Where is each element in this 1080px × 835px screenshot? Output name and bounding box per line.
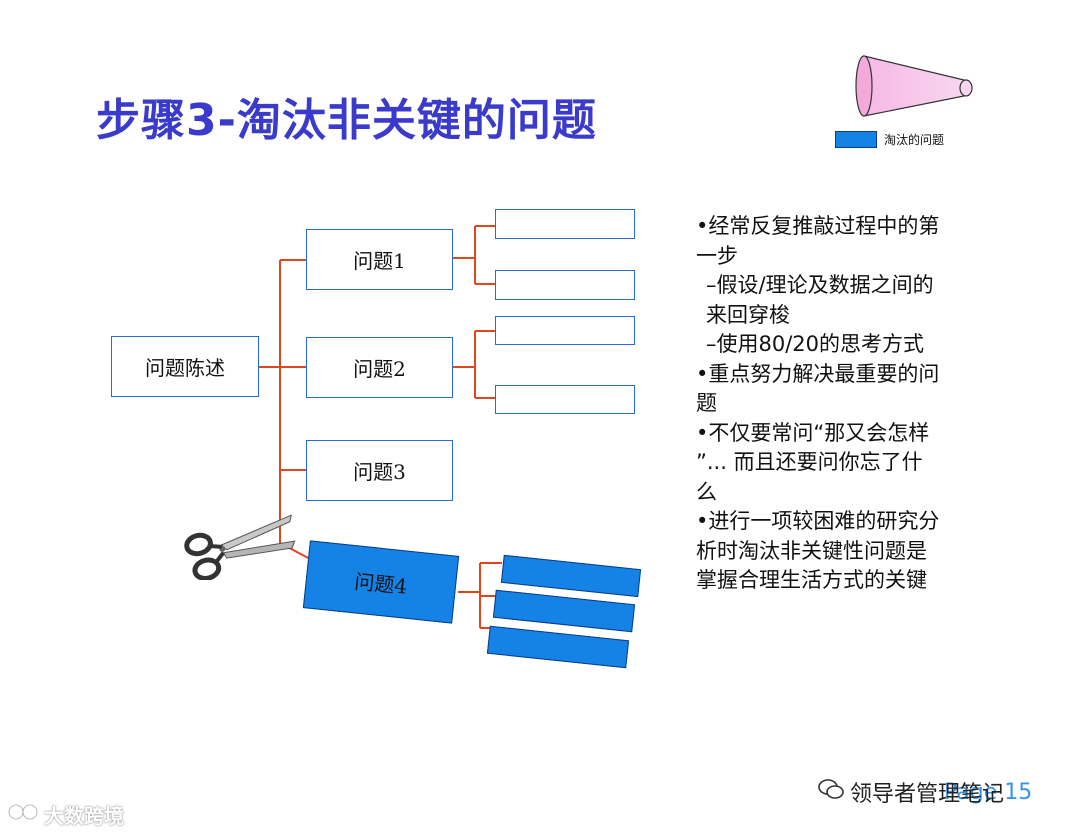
legend-label: 淘汰的问题	[884, 133, 945, 147]
funnel-icon	[855, 55, 973, 117]
watermark-right: 领导者管理笔记	[850, 782, 1005, 807]
bullet-line: 析时淘汰非关键性问题是	[696, 538, 927, 563]
slide-title: 步骤3-淘汰非关键的问题	[96, 95, 597, 146]
bullet-line: 题	[696, 391, 717, 415]
watermark-left: 大数跨境	[44, 804, 124, 828]
bullet-line: 一步	[696, 243, 738, 268]
tree-connectors	[259, 225, 502, 629]
scissors-icon	[184, 514, 296, 580]
watermark-logo-icon	[7, 803, 39, 821]
bullet-line: •不仅要常问“那又会怎样	[696, 420, 930, 445]
branch-node-1: 问题1	[306, 229, 453, 290]
page-number: Page 15	[944, 780, 1033, 805]
bullet-line: 掌握合理生活方式的关键	[696, 568, 927, 592]
leaf-node	[495, 385, 635, 414]
bullet-line: •经常反复推敲过程中的第	[696, 214, 940, 238]
bullet-line: 么	[696, 479, 717, 504]
bullet-line: ”... 而且还要问你忘了什	[696, 450, 923, 474]
leaf-node	[495, 270, 635, 300]
leaf-node	[495, 209, 635, 239]
bullet-line: •重点努力解决最重要的问	[696, 361, 940, 386]
bullet-line: –假设/理论及数据之间的	[706, 273, 934, 297]
legend-swatch	[835, 131, 877, 148]
bullet-line: –使用80/20的思考方式	[706, 332, 925, 356]
bullet-line: 来回穿梭	[706, 302, 790, 327]
root-node: 问题陈述	[111, 336, 259, 397]
leaf-node	[495, 316, 635, 345]
bullet-list: •经常反复推敲过程中的第一步 –假设/理论及数据之间的来回穿梭 –使用80/20的思…	[696, 212, 986, 596]
branch-node-2: 问题2	[306, 337, 453, 398]
branch-node-3: 问题3	[306, 440, 453, 501]
wechat-icon	[818, 779, 844, 799]
bullet-line: •进行一项较困难的研究分	[696, 509, 940, 533]
